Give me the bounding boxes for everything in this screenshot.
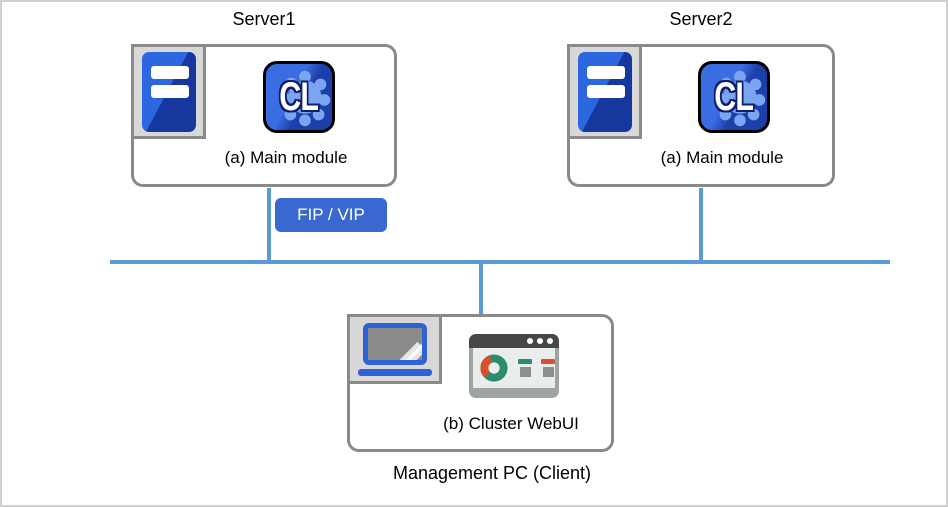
fip-vip-badge: FIP / VIP: [275, 198, 387, 232]
window-dot: [537, 338, 543, 344]
management-pc-connector: [479, 264, 483, 316]
donut-chart-icon: [480, 354, 508, 382]
server1-module-label: (a) Main module: [224, 148, 348, 167]
tower-slot: [586, 84, 625, 98]
server1-icon-frame: [131, 44, 206, 139]
tower-slot: [586, 65, 625, 79]
server1-title: Server1: [232, 9, 296, 29]
cluster-logo-text: CL: [279, 74, 320, 119]
mini-stat-teal: [518, 359, 532, 377]
server-tower-icon: [577, 51, 632, 132]
cluster-logo-icon: CL: [263, 61, 335, 133]
tower-slot: [150, 65, 189, 79]
tower-slot: [150, 84, 189, 98]
cluster-logo-text: CL: [714, 74, 755, 119]
stat-bar: [541, 359, 555, 364]
cluster-blob-shape: [279, 70, 331, 127]
window-dot: [547, 338, 553, 344]
server2-network-connector: [699, 188, 703, 262]
stat-bar: [518, 359, 532, 364]
server2-icon-frame: [567, 44, 642, 139]
network-backbone-line: [110, 260, 890, 264]
stat-block: [542, 367, 554, 377]
cluster-blob-shape: [714, 70, 766, 127]
window-dot: [527, 338, 533, 344]
server-tower-icon: [141, 51, 196, 132]
browser-titlebar: [469, 334, 559, 348]
laptop-base: [357, 368, 432, 376]
browser-dashboard-icon: [469, 334, 559, 398]
management-pc-caption: Management PC (Client): [392, 463, 592, 483]
stat-block: [519, 367, 531, 377]
server1-network-connector: [267, 188, 271, 262]
server2-title: Server2: [669, 9, 733, 29]
management-pc-icon-frame: [347, 314, 442, 384]
laptop-icon: [357, 322, 432, 376]
server2-module-label: (a) Main module: [660, 148, 784, 167]
cluster-logo-icon: CL: [698, 61, 770, 133]
mini-stat-red: [541, 359, 555, 377]
management-pc-module-label: (b) Cluster WebUI: [443, 414, 579, 433]
browser-content: [473, 348, 555, 388]
screen-glare: [384, 341, 422, 360]
laptop-screen: [362, 322, 427, 365]
